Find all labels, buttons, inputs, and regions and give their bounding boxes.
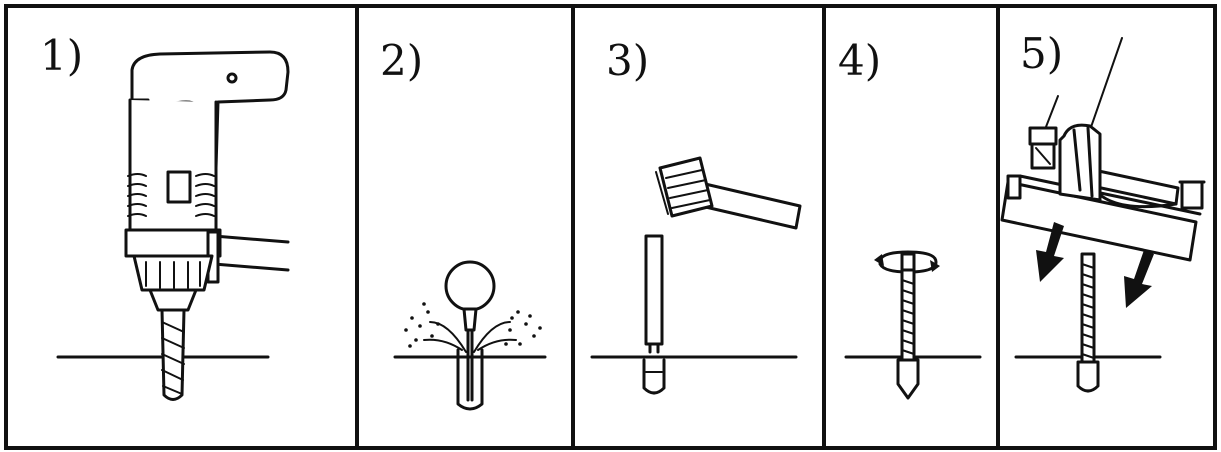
step-number: 1): [40, 31, 83, 80]
step-number: 5): [1020, 29, 1063, 78]
step-number: 2): [380, 36, 423, 85]
step-number: 4): [838, 36, 881, 85]
anchor-rod-icon: [646, 236, 662, 352]
step-number: 3): [606, 36, 649, 85]
threaded-rod-icon: [898, 254, 918, 398]
threaded-rod-icon: [1078, 254, 1098, 391]
